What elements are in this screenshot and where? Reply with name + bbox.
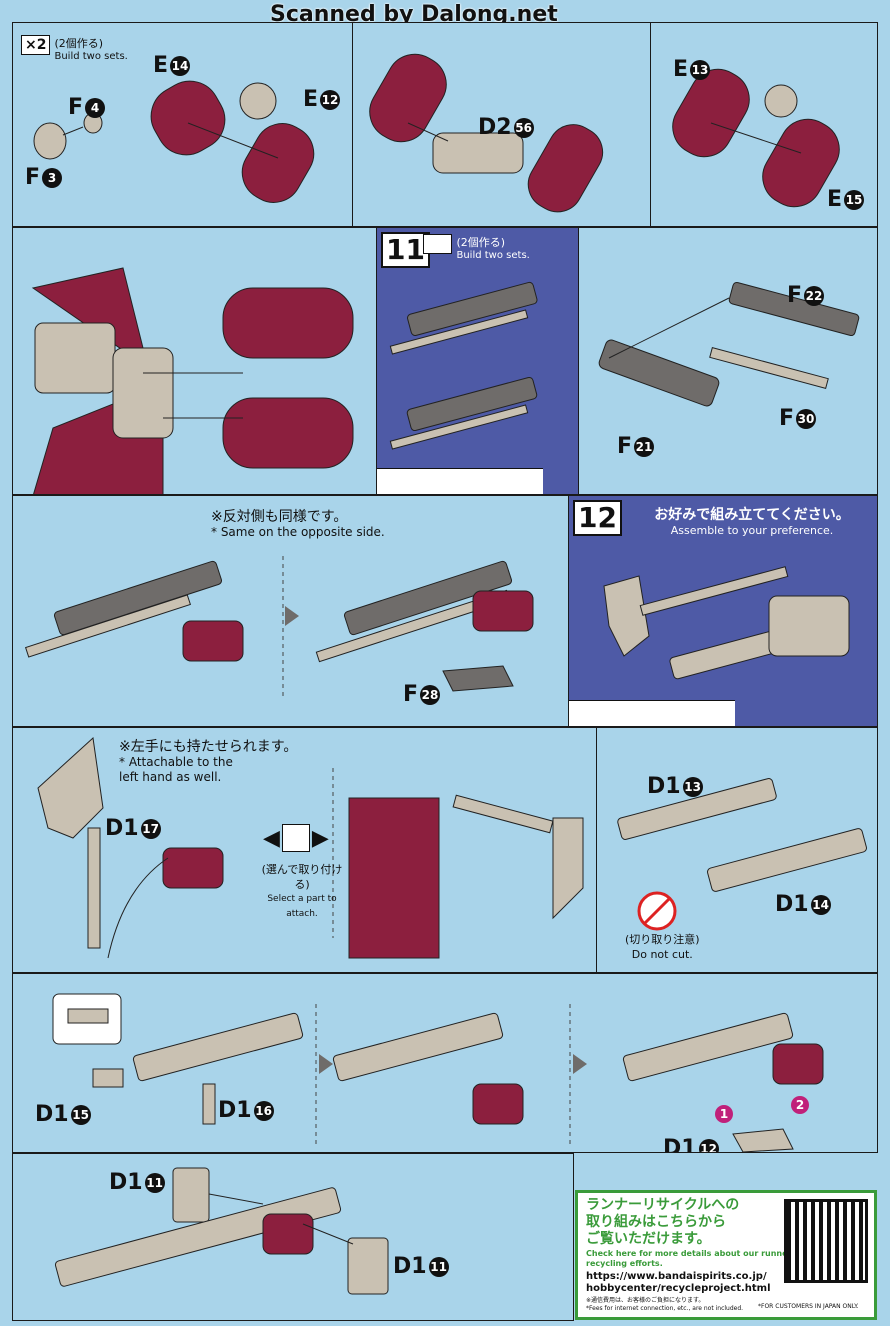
no-cut-note: (切り取り注意) Do not cut.	[625, 933, 700, 961]
rifle-drawings	[389, 281, 538, 450]
step12-number: 12	[573, 500, 622, 536]
recycle-link[interactable]: https://www.bandaispirits.co.jp/ hobbyce…	[586, 1271, 771, 1294]
axe-drawing	[37, 736, 584, 959]
row2-panel-robot	[12, 227, 378, 495]
step12-instruction: お好みで組み立ててください。 Assemble to your preferen…	[654, 507, 850, 537]
step11-en: Build two sets.	[456, 250, 530, 261]
step-badge-1: 1	[715, 1105, 733, 1123]
rifle-assembly-drawing	[617, 778, 867, 931]
row4-panel-axe: ※左手にも持たせられます。 * Attachable to the left h…	[12, 727, 598, 973]
build-two-en: Build two sets.	[54, 51, 128, 62]
part-drawings-c	[672, 68, 840, 208]
row3-panel: ※反対側も同様です。 * Same on the opposite side. …	[12, 495, 570, 727]
rifle-final-drawing	[54, 1167, 389, 1295]
rifle-steps-drawing	[52, 993, 824, 1152]
left-hand-note: ※左手にも持たせられます。 * Attachable to the left h…	[119, 739, 298, 785]
step11-badge: ×2 (2個作る) Build two sets.	[423, 234, 530, 261]
build-two-badge: ×2 (2個作る) Build two sets.	[21, 35, 128, 62]
recycle-box: ランナーリサイクルへの 取り組みはこちらから ご覧いただけます。 Check h…	[575, 1190, 877, 1320]
recycle-en: Check here for more details about our ru…	[586, 1249, 792, 1268]
select-part-icon: ◀ ▶	[263, 824, 329, 852]
rifle-part-drawings	[598, 281, 860, 407]
recycle-jp: ランナーリサイクルへの 取り組みはこちらから ご覧いただけます。	[586, 1197, 740, 1247]
axe-rifle-drawing	[603, 566, 850, 680]
step-badge-2: 2	[791, 1096, 809, 1114]
rifle-hand-drawing	[24, 556, 534, 696]
opposite-side-note: ※反対側も同様です。 * Same on the opposite side.	[211, 509, 385, 540]
recycle-fee: ※通信費用は、お客様のご負担になります。 *Fees for internet …	[586, 1297, 744, 1312]
robot-torso-drawing	[31, 267, 354, 494]
qr-code[interactable]	[784, 1199, 868, 1283]
step11-multiplier: ×2	[423, 234, 453, 254]
step11-number: 11	[381, 232, 430, 268]
part-drawings-a	[33, 80, 315, 203]
select-part-note: (選んで取り付ける) Select a part to attach.	[261, 863, 343, 919]
multiplier: ×2	[21, 35, 51, 55]
step11-jp: (2個作る)	[456, 236, 506, 249]
build-two-jp: (2個作る)	[54, 37, 104, 50]
step12-panel: 12 お好みで組み立ててください。 Assemble to your prefe…	[568, 495, 878, 727]
part-drawings-b	[369, 53, 604, 213]
japan-only-note: *FOR CUSTOMERS IN JAPAN ONLY.	[758, 1303, 859, 1310]
